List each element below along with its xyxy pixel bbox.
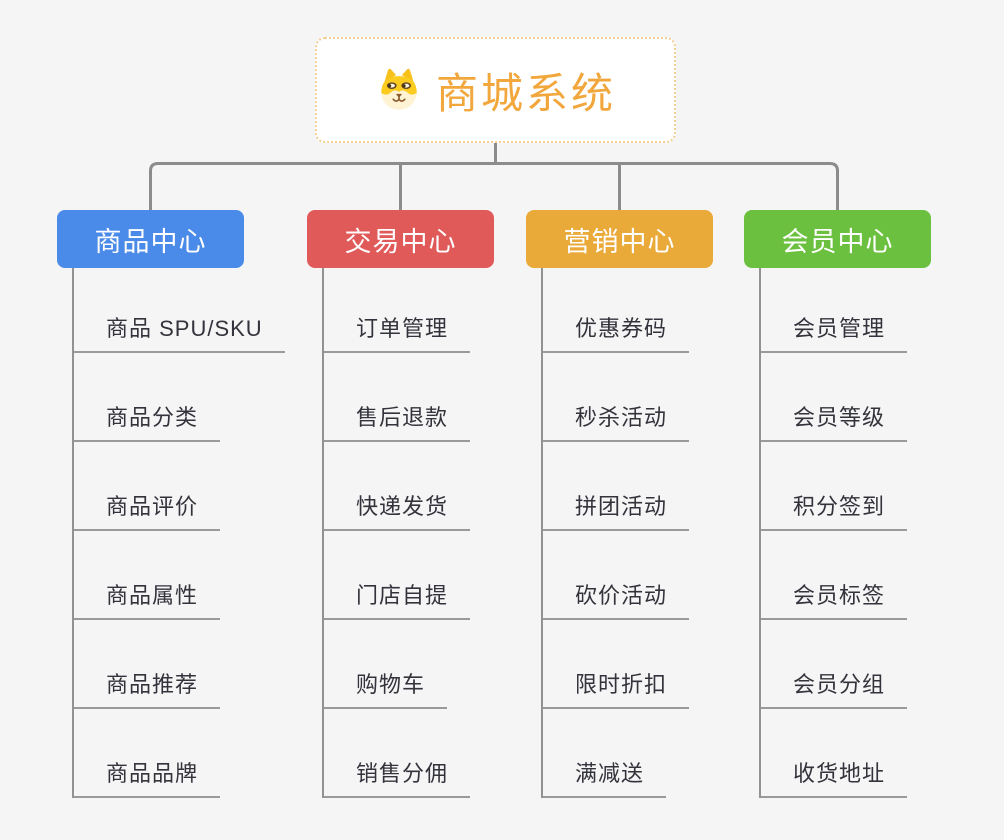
leaf-node[interactable]: 砍价活动	[543, 531, 690, 620]
leaf-label: 拼团活动	[543, 489, 690, 531]
leaf-label: 商品分类	[74, 400, 221, 442]
branch-bus-line	[149, 162, 839, 211]
branch-node-trade-center[interactable]: 交易中心	[307, 210, 494, 268]
leaf-node[interactable]: 积分签到	[761, 442, 908, 531]
leaf-label: 满减送	[543, 756, 667, 798]
leaf-label: 订单管理	[324, 311, 471, 353]
leaf-node[interactable]: 会员等级	[761, 353, 908, 442]
leaf-node[interactable]: 销售分佣	[324, 709, 471, 798]
leaf-label: 优惠券码	[543, 311, 690, 353]
leaf-label: 商品 SPU/SKU	[74, 311, 285, 353]
leaf-label: 积分签到	[761, 489, 908, 531]
leaf-label: 会员等级	[761, 400, 908, 442]
leaf-node[interactable]: 限时折扣	[543, 620, 690, 709]
leaf-label: 会员分组	[761, 667, 908, 709]
branch-node-product-center[interactable]: 商品中心	[57, 210, 244, 268]
leaf-node[interactable]: 商品 SPU/SKU	[74, 268, 285, 353]
leaf-label: 购物车	[324, 667, 448, 709]
leaf-label: 会员标签	[761, 578, 908, 620]
leaf-label: 售后退款	[324, 400, 471, 442]
branch-label: 营销中心	[563, 226, 676, 257]
leaf-label: 商品品牌	[74, 756, 221, 798]
leaf-node[interactable]: 购物车	[324, 620, 448, 709]
leaf-label: 销售分佣	[324, 756, 471, 798]
leaf-node[interactable]: 满减送	[543, 709, 667, 798]
leaf-node[interactable]: 商品评价	[74, 442, 221, 531]
leaf-node[interactable]: 商品分类	[74, 353, 221, 442]
leaf-node[interactable]: 会员管理	[761, 268, 908, 353]
branch-trade-children-column: 订单管理 售后退款 快递发货 门店自提 购物车 销售分佣	[322, 268, 471, 798]
leaf-node[interactable]: 收货地址	[761, 709, 908, 798]
leaf-label: 门店自提	[324, 578, 471, 620]
leaf-node[interactable]: 商品推荐	[74, 620, 221, 709]
branch-label: 商品中心	[94, 226, 207, 257]
leaf-label: 收货地址	[761, 756, 908, 798]
leaf-node[interactable]: 会员标签	[761, 531, 908, 620]
leaf-node[interactable]: 门店自提	[324, 531, 471, 620]
leaf-node[interactable]: 快递发货	[324, 442, 471, 531]
branch-node-marketing-center[interactable]: 营销中心	[526, 210, 713, 268]
leaf-node[interactable]: 商品属性	[74, 531, 221, 620]
leaf-label: 秒杀活动	[543, 400, 690, 442]
leaf-node[interactable]: 优惠券码	[543, 268, 690, 353]
leaf-label: 商品属性	[74, 578, 221, 620]
root-title: 商城系统	[435, 69, 616, 117]
leaf-label: 限时折扣	[543, 667, 690, 709]
branch-member-children-column: 会员管理 会员等级 积分签到 会员标签 会员分组 收货地址	[759, 268, 908, 798]
root-node[interactable]: 商城系统	[315, 37, 676, 143]
branch-marketing-children-column: 优惠券码 秒杀活动 拼团活动 砍价活动 限时折扣 满减送	[541, 268, 690, 798]
leaf-node[interactable]: 商品品牌	[74, 709, 221, 798]
dog-face-icon	[381, 68, 417, 110]
branch-node-member-center[interactable]: 会员中心	[744, 210, 931, 268]
leaf-label: 会员管理	[761, 311, 908, 353]
leaf-node[interactable]: 会员分组	[761, 620, 908, 709]
branch-label: 会员中心	[781, 226, 894, 257]
leaf-node[interactable]: 拼团活动	[543, 442, 690, 531]
leaf-label: 快递发货	[324, 489, 471, 531]
branch-product-children-column: 商品 SPU/SKU 商品分类 商品评价 商品属性 商品推荐 商品品牌	[72, 268, 285, 798]
leaf-label: 商品评价	[74, 489, 221, 531]
leaf-label: 商品推荐	[74, 667, 221, 709]
leaf-node[interactable]: 订单管理	[324, 268, 471, 353]
leaf-node[interactable]: 售后退款	[324, 353, 471, 442]
branch-label: 交易中心	[344, 226, 457, 257]
leaf-label: 砍价活动	[543, 578, 690, 620]
leaf-node[interactable]: 秒杀活动	[543, 353, 690, 442]
